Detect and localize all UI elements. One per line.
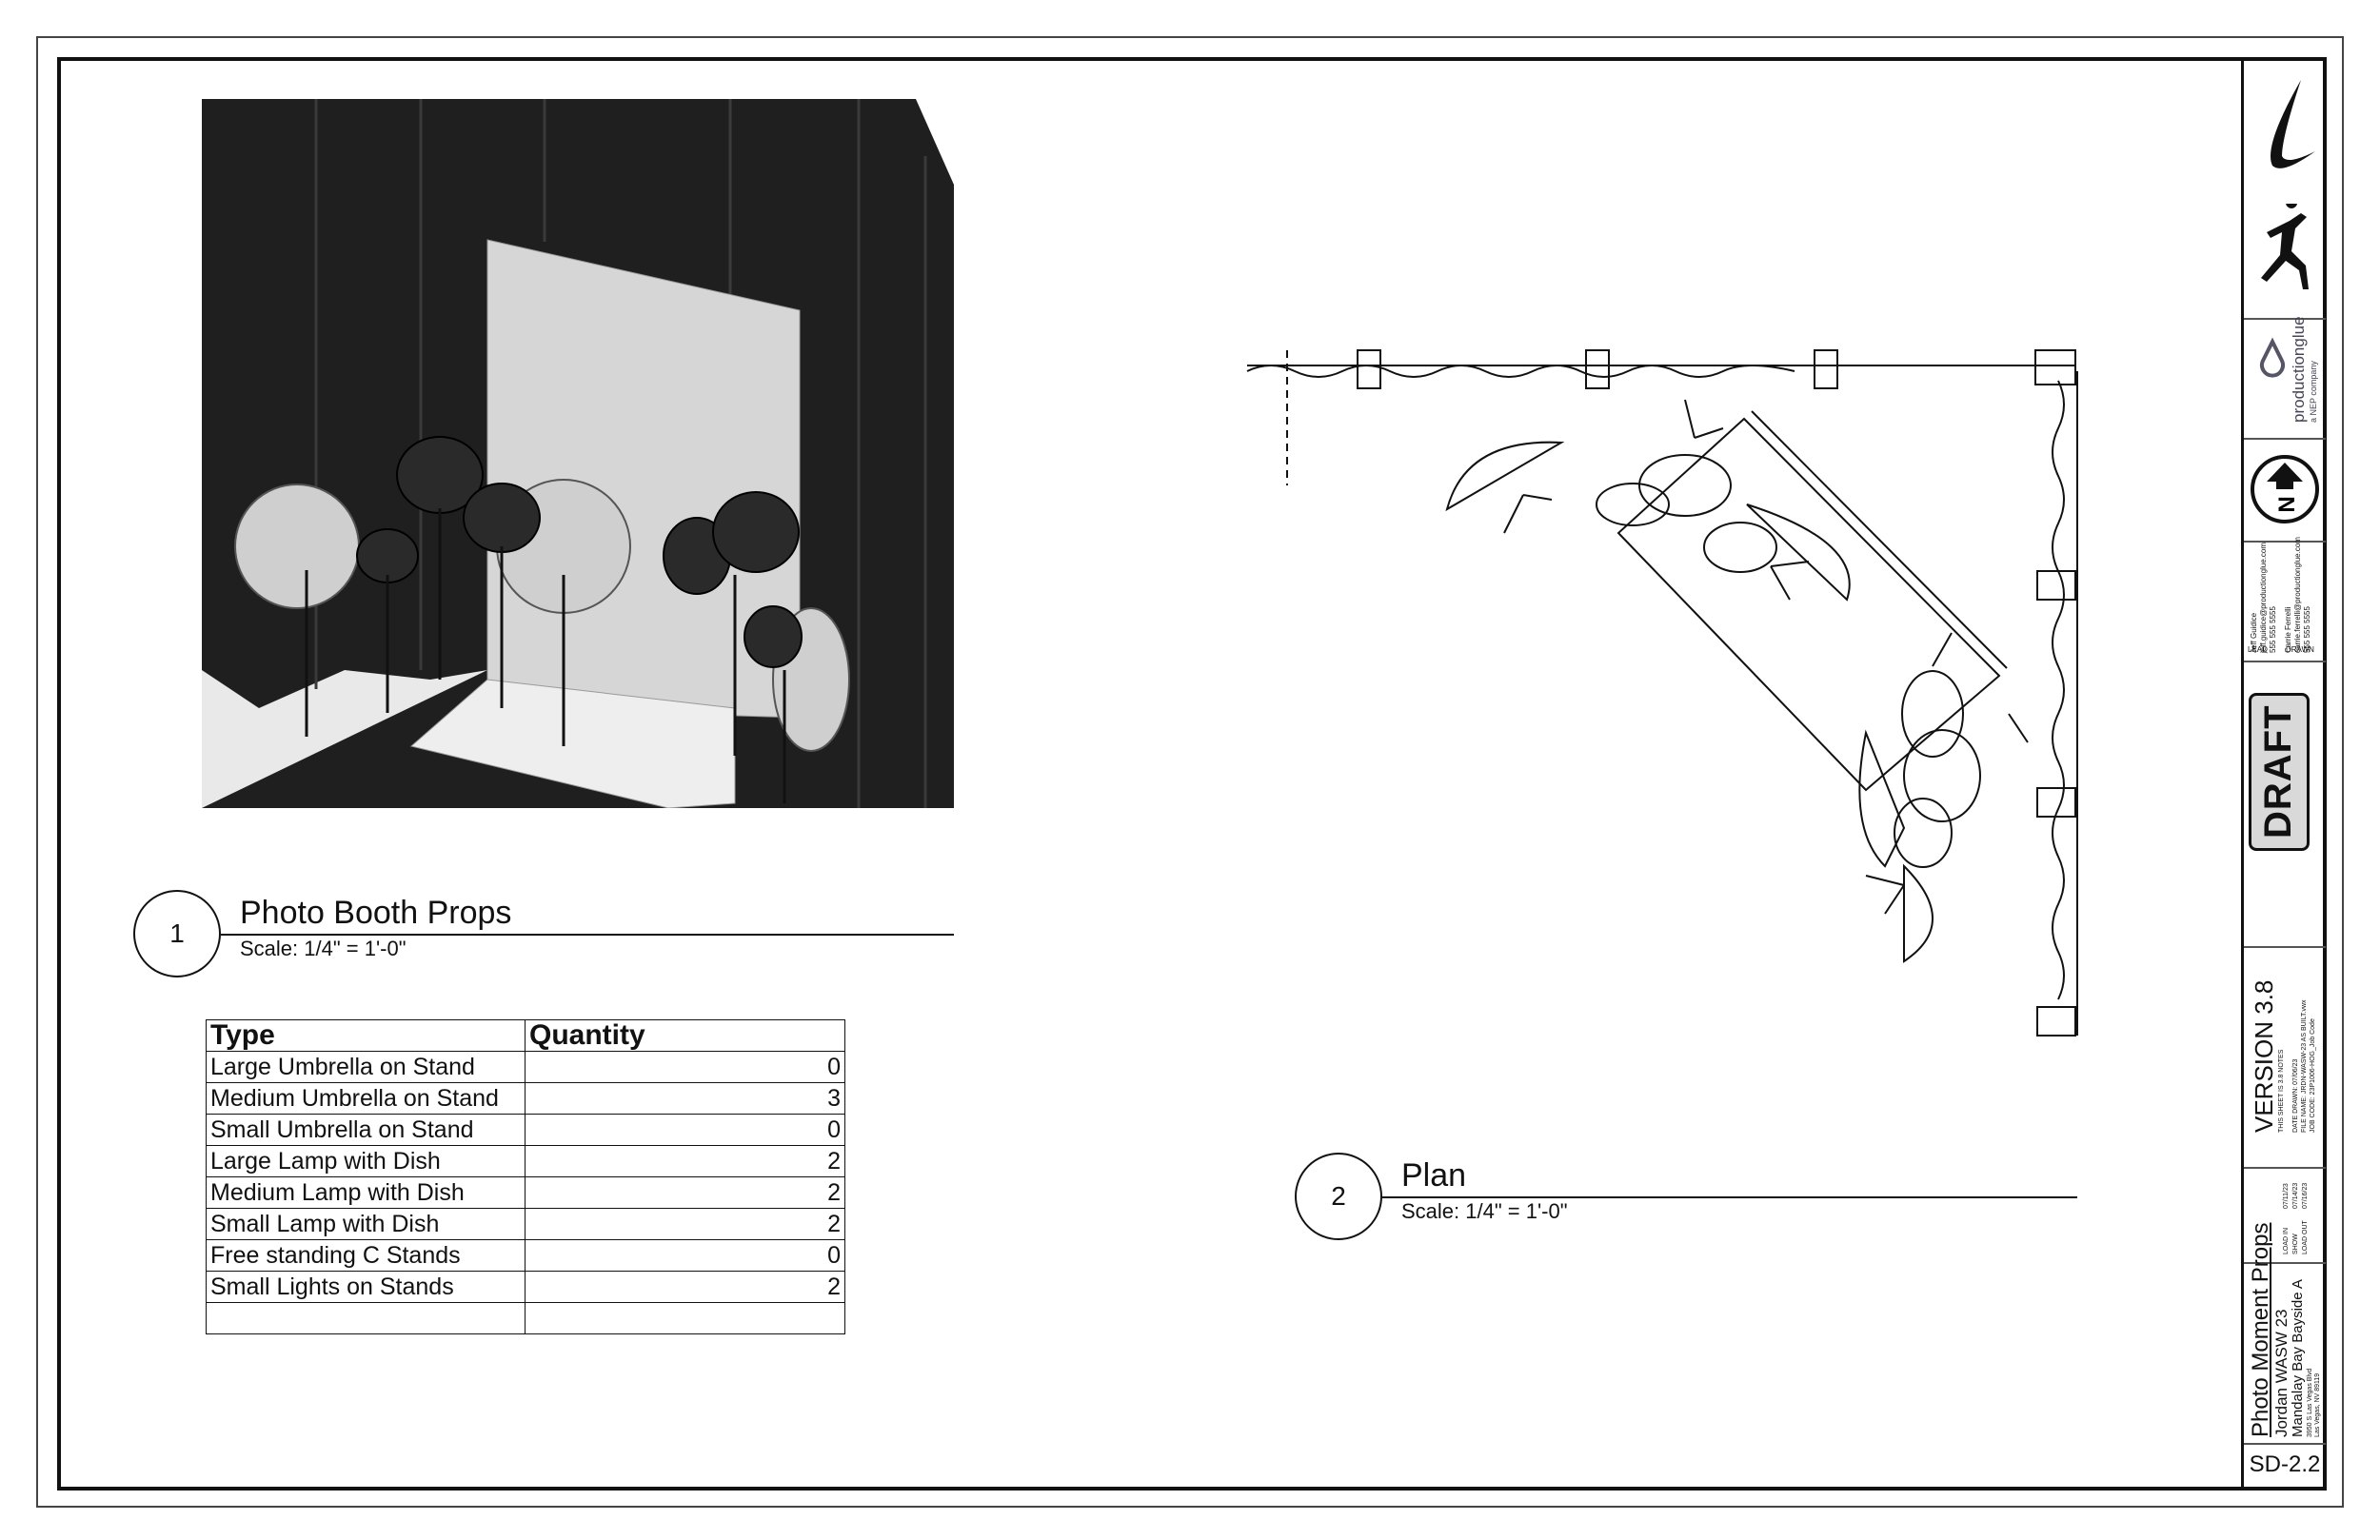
row-qty: 2 (525, 1145, 845, 1177)
row-type: Large Lamp with Dish (206, 1145, 526, 1177)
version-label: VERSION 3.8 (2250, 979, 2278, 1133)
north-arrow-cell: N (2244, 438, 2326, 543)
row-type: Small Umbrella on Stand (206, 1114, 526, 1146)
row-type: Free standing C Stands (206, 1239, 526, 1272)
row-type: Medium Lamp with Dish (206, 1176, 526, 1209)
address-line-2: Las Vegas, NV 89119 (2314, 1372, 2321, 1437)
row-qty: 2 (525, 1176, 845, 1209)
swoosh-logo (2271, 80, 2315, 168)
view-2-number: 2 (1295, 1153, 1382, 1240)
drawn-phone: 555 555 5555 (2303, 606, 2311, 653)
event-name: Jordan WASW 23 (2272, 1309, 2291, 1437)
view-2-title: Plan (1401, 1157, 1467, 1194)
project-title: Photo Moment Props (2248, 1222, 2273, 1437)
row-qty (525, 1302, 845, 1334)
show-label: SHOW (2292, 1234, 2299, 1254)
company-logo-sub: a NEP company (2309, 361, 2318, 423)
drawn-contact: Carrie Ferrelli carrie.ferrelli@producti… (2284, 537, 2312, 653)
drawn-label: DRAWN (2286, 645, 2314, 654)
project-info-cell: Photo Moment Props Jordan WASW 23 Mandal… (2244, 1223, 2326, 1445)
productionglue-logo (2260, 337, 2285, 378)
dates-cell: LOAD IN SHOW LOAD OUT 07/11/23 07/14/23 … (2244, 1167, 2326, 1264)
load-in-date: 07/11/23 (2283, 1183, 2290, 1209)
drawn-name: Carrie Ferrelli (2284, 606, 2292, 653)
show-date: 07/14/23 (2292, 1182, 2299, 1209)
load-out-date: 07/16/23 (2302, 1182, 2309, 1209)
lead-contact: Jeff Guidice jeff.guidice@productionglue… (2250, 543, 2278, 653)
lead-name: Jeff Guidice (2250, 612, 2258, 653)
view-1-title-line (221, 934, 954, 936)
version-sub: THIS SHEET IS 3.8 NOTES (2278, 1049, 2285, 1133)
row-type: Small Lights on Stands (206, 1271, 526, 1303)
lead-label: LEAD (2248, 645, 2268, 654)
table-row (206, 1302, 845, 1334)
view-1-scale: Scale: 1/4" = 1'-0" (240, 937, 407, 960)
row-qty: 2 (525, 1208, 845, 1240)
table-header-row: Type Quantity (206, 1019, 845, 1052)
version-details: DATE DRAWN: 07/06/23 FILE NAME: JRDN-WAS… (2291, 999, 2317, 1133)
north-arrow-icon: N (2251, 455, 2319, 523)
plan-drawing (1246, 349, 2078, 1037)
view-2-scale: Scale: 1/4" = 1'-0" (1401, 1199, 1568, 1223)
sheet-outer-border (36, 36, 2344, 1508)
draft-badge: DRAFT (2249, 693, 2310, 851)
sheet-number: SD-2.2 (2249, 1451, 2321, 1477)
row-type: Small Lamp with Dish (206, 1208, 526, 1240)
jumpman-logo (2253, 197, 2316, 299)
row-qty: 0 (525, 1239, 845, 1272)
row-type: Large Umbrella on Stand (206, 1051, 526, 1083)
header-quantity: Quantity (525, 1019, 845, 1052)
load-out-label: LOAD OUT (2302, 1220, 2309, 1254)
view-1-title: Photo Booth Props (240, 895, 512, 931)
company-logo-cell: productionglue a NEP company (2244, 316, 2326, 440)
row-qty: 0 (525, 1114, 845, 1146)
drawn-email: carrie.ferrelli@productionglue.com (2293, 537, 2302, 653)
file-name: FILE NAME: JRDN-WASW-23 AS BUILT.vwx (2301, 999, 2308, 1133)
date-drawn: DATE DRAWN: 07/06/23 (2292, 1058, 2299, 1133)
client-logos-cell (2244, 61, 2326, 320)
dates-labels: LOAD IN SHOW LOAD OUT (2282, 1220, 2311, 1254)
view-1-number: 1 (133, 890, 221, 977)
load-in-label: LOAD IN (2283, 1227, 2290, 1254)
company-logo-text: productionglue (2290, 316, 2308, 423)
job-code: JOB CODE: 23P1006-HOG_Job Code (2310, 1018, 2316, 1133)
header-type: Type (206, 1019, 526, 1052)
lead-phone: 555 555 5555 (2269, 606, 2277, 653)
draft-cell (2244, 661, 2326, 948)
lead-email: jeff.guidice@productionglue.com (2259, 542, 2268, 653)
row-qty: 2 (525, 1271, 845, 1303)
draft-label: DRAFT (2257, 704, 2299, 839)
photo-booth-rendering (202, 99, 954, 808)
dates-values: 07/11/23 07/14/23 07/16/23 (2282, 1183, 2311, 1209)
north-label: N (2274, 496, 2300, 512)
venue-address: 3950 S Las Vegas Blvd Las Vegas, NV 8911… (2307, 1369, 2322, 1437)
address-line-1: 3950 S Las Vegas Blvd (2307, 1368, 2313, 1437)
view-2-title-line (1382, 1196, 2077, 1198)
contacts-cell: Jeff Guidice jeff.guidice@productionglue… (2244, 537, 2326, 662)
version-cell: VERSION 3.8 THIS SHEET IS 3.8 NOTES DATE… (2244, 946, 2326, 1169)
title-block: productionglue a NEP company N Jeff Guid… (2241, 61, 2326, 1487)
row-qty: 0 (525, 1051, 845, 1083)
row-qty: 3 (525, 1082, 845, 1115)
row-type (206, 1302, 526, 1334)
sheet-inner-border (57, 57, 2327, 1491)
row-type: Medium Umbrella on Stand (206, 1082, 526, 1115)
venue-name: Mandalay Bay Bayside A (2290, 1279, 2306, 1437)
